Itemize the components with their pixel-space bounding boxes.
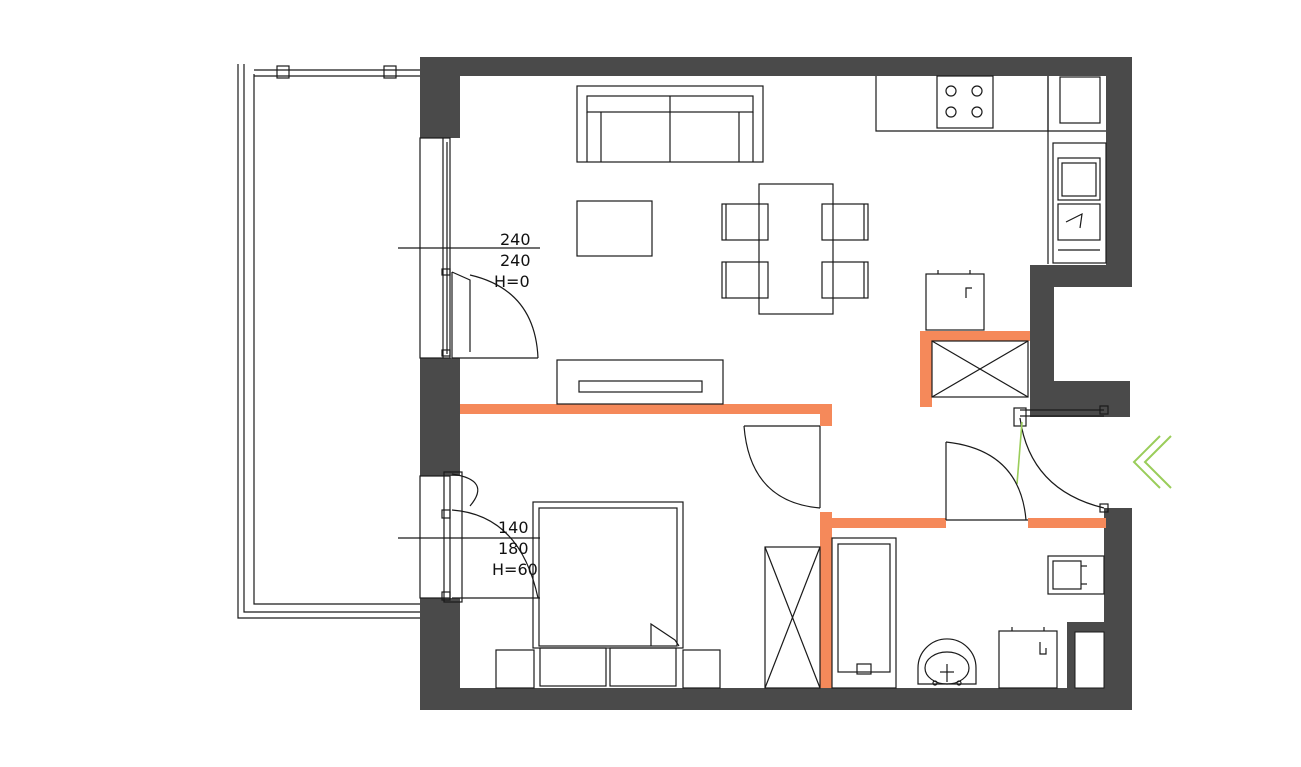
coffee-table bbox=[576, 200, 653, 257]
tv-unit bbox=[556, 359, 724, 405]
dining-table bbox=[758, 183, 834, 315]
entrance-swing-marker bbox=[1016, 421, 1023, 485]
window-living-label: 240 240 H=0 bbox=[494, 230, 531, 291]
dining-set bbox=[721, 183, 869, 315]
kitchen-sink bbox=[1052, 142, 1107, 264]
window-living-width: 240 bbox=[500, 230, 531, 249]
hob bbox=[936, 75, 994, 129]
bedroom-door bbox=[743, 425, 821, 509]
bathtub bbox=[831, 537, 897, 689]
nightstand-right bbox=[682, 649, 721, 689]
entrance-arrow-icon bbox=[1132, 435, 1172, 489]
bed bbox=[532, 501, 684, 687]
structural-walls bbox=[420, 57, 1132, 710]
bathroom-door bbox=[945, 441, 1028, 521]
window-living bbox=[398, 137, 540, 359]
partition-walls bbox=[460, 331, 1106, 688]
window-living-sill: H=0 bbox=[494, 272, 530, 291]
chair bbox=[721, 203, 769, 241]
balcony bbox=[237, 64, 420, 619]
kitchen-counter bbox=[875, 75, 1106, 264]
washing-machine bbox=[998, 627, 1058, 689]
bathroom-niche bbox=[1067, 622, 1105, 689]
entrance-door bbox=[1013, 405, 1109, 513]
bathroom-cabinet bbox=[1047, 555, 1105, 595]
fridge bbox=[925, 270, 985, 331]
closet-hall bbox=[931, 340, 1029, 398]
chair bbox=[721, 261, 769, 299]
window-bedroom-height: 180 bbox=[498, 539, 529, 558]
sofa bbox=[576, 85, 764, 163]
chair bbox=[821, 261, 869, 299]
window-bedroom-width: 140 bbox=[498, 518, 529, 537]
nightstand-left bbox=[495, 649, 535, 689]
window-bedroom-label: 140 180 H=60 bbox=[492, 518, 538, 579]
wardrobe-bedroom bbox=[764, 546, 821, 689]
window-bedroom-sill: H=60 bbox=[492, 560, 538, 579]
window-living-height: 240 bbox=[500, 251, 531, 270]
washbasin bbox=[917, 638, 977, 686]
window-bedroom bbox=[398, 471, 540, 603]
chair bbox=[821, 203, 869, 241]
